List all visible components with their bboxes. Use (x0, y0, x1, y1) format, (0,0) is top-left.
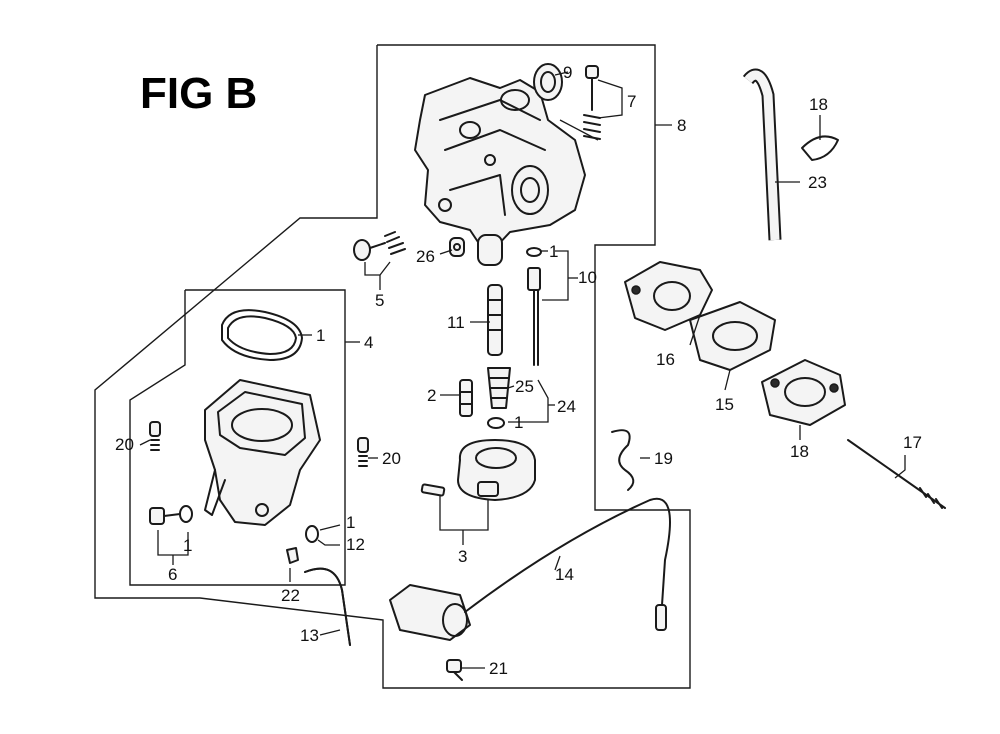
gasket-16 (624, 261, 713, 331)
insulator-15 (689, 301, 776, 371)
screw-20-left (149, 421, 161, 451)
pilot-jet (459, 379, 473, 417)
main-nozzle (487, 367, 511, 409)
assembly-frame-inner (129, 289, 346, 586)
callout-1: 1 (514, 413, 523, 432)
callout-6: 6 (168, 565, 177, 584)
callout-1: 1 (183, 536, 192, 555)
wire-clamp (611, 429, 635, 491)
float-bowl (204, 379, 321, 526)
callout-21: 21 (489, 659, 508, 678)
callout-17: 17 (903, 433, 922, 452)
assembly-frame-outer (94, 44, 691, 689)
callout-10: 10 (578, 268, 597, 287)
callout-20: 20 (115, 435, 134, 454)
callout-8: 8 (677, 116, 686, 135)
pilot-screw-set (583, 65, 601, 140)
tube-clip (801, 135, 839, 161)
callout-18: 18 (790, 442, 809, 461)
callout-7: 7 (627, 92, 636, 111)
o-ring-12 (305, 525, 319, 543)
throttle-stop-screw-set (353, 231, 406, 261)
float (420, 439, 536, 501)
callout-24: 24 (557, 397, 576, 416)
callout-12: 12 (346, 535, 365, 554)
callout-9: 9 (563, 63, 572, 82)
carburetor-body (414, 77, 586, 266)
clip-22 (286, 547, 299, 564)
callout-14: 14 (555, 565, 574, 584)
callout-1: 1 (316, 326, 325, 345)
callout-16: 16 (656, 350, 675, 369)
callout-4: 4 (364, 333, 373, 352)
fuel-cut-solenoid (389, 497, 671, 641)
drain-screw-set (149, 505, 193, 525)
cap-part (533, 63, 563, 101)
main-jet-assembly (526, 247, 542, 366)
callout-22: 22 (281, 586, 300, 605)
callout-2: 2 (427, 386, 436, 405)
callout-26: 26 (416, 247, 435, 266)
callout-3: 3 (458, 547, 467, 566)
clip-part-26 (449, 237, 465, 257)
callout-labels: 9 7 8 18 23 26 1 10 5 1 4 11 16 15 2 25 … (115, 63, 922, 678)
float-bowl-gasket (221, 309, 303, 361)
callout-23: 23 (808, 173, 827, 192)
callout-1: 1 (346, 513, 355, 532)
callout-20: 20 (382, 449, 401, 468)
figure-title: FIG B (140, 69, 257, 118)
gasket-18 (761, 359, 846, 426)
screw-20-right (357, 437, 369, 467)
callout-19: 19 (654, 449, 673, 468)
callout-11: 11 (447, 313, 465, 332)
callout-5: 5 (375, 291, 384, 310)
callout-25: 25 (515, 377, 534, 396)
leader-lines (139, 71, 906, 669)
callout-1: 1 (549, 242, 558, 261)
callout-13: 13 (300, 626, 319, 645)
callout-15: 15 (715, 395, 734, 414)
stud-bolt (847, 439, 946, 509)
emulsion-tube (487, 284, 503, 356)
o-ring (487, 417, 505, 429)
screw-21 (446, 659, 463, 681)
callout-18: 18 (809, 95, 828, 114)
